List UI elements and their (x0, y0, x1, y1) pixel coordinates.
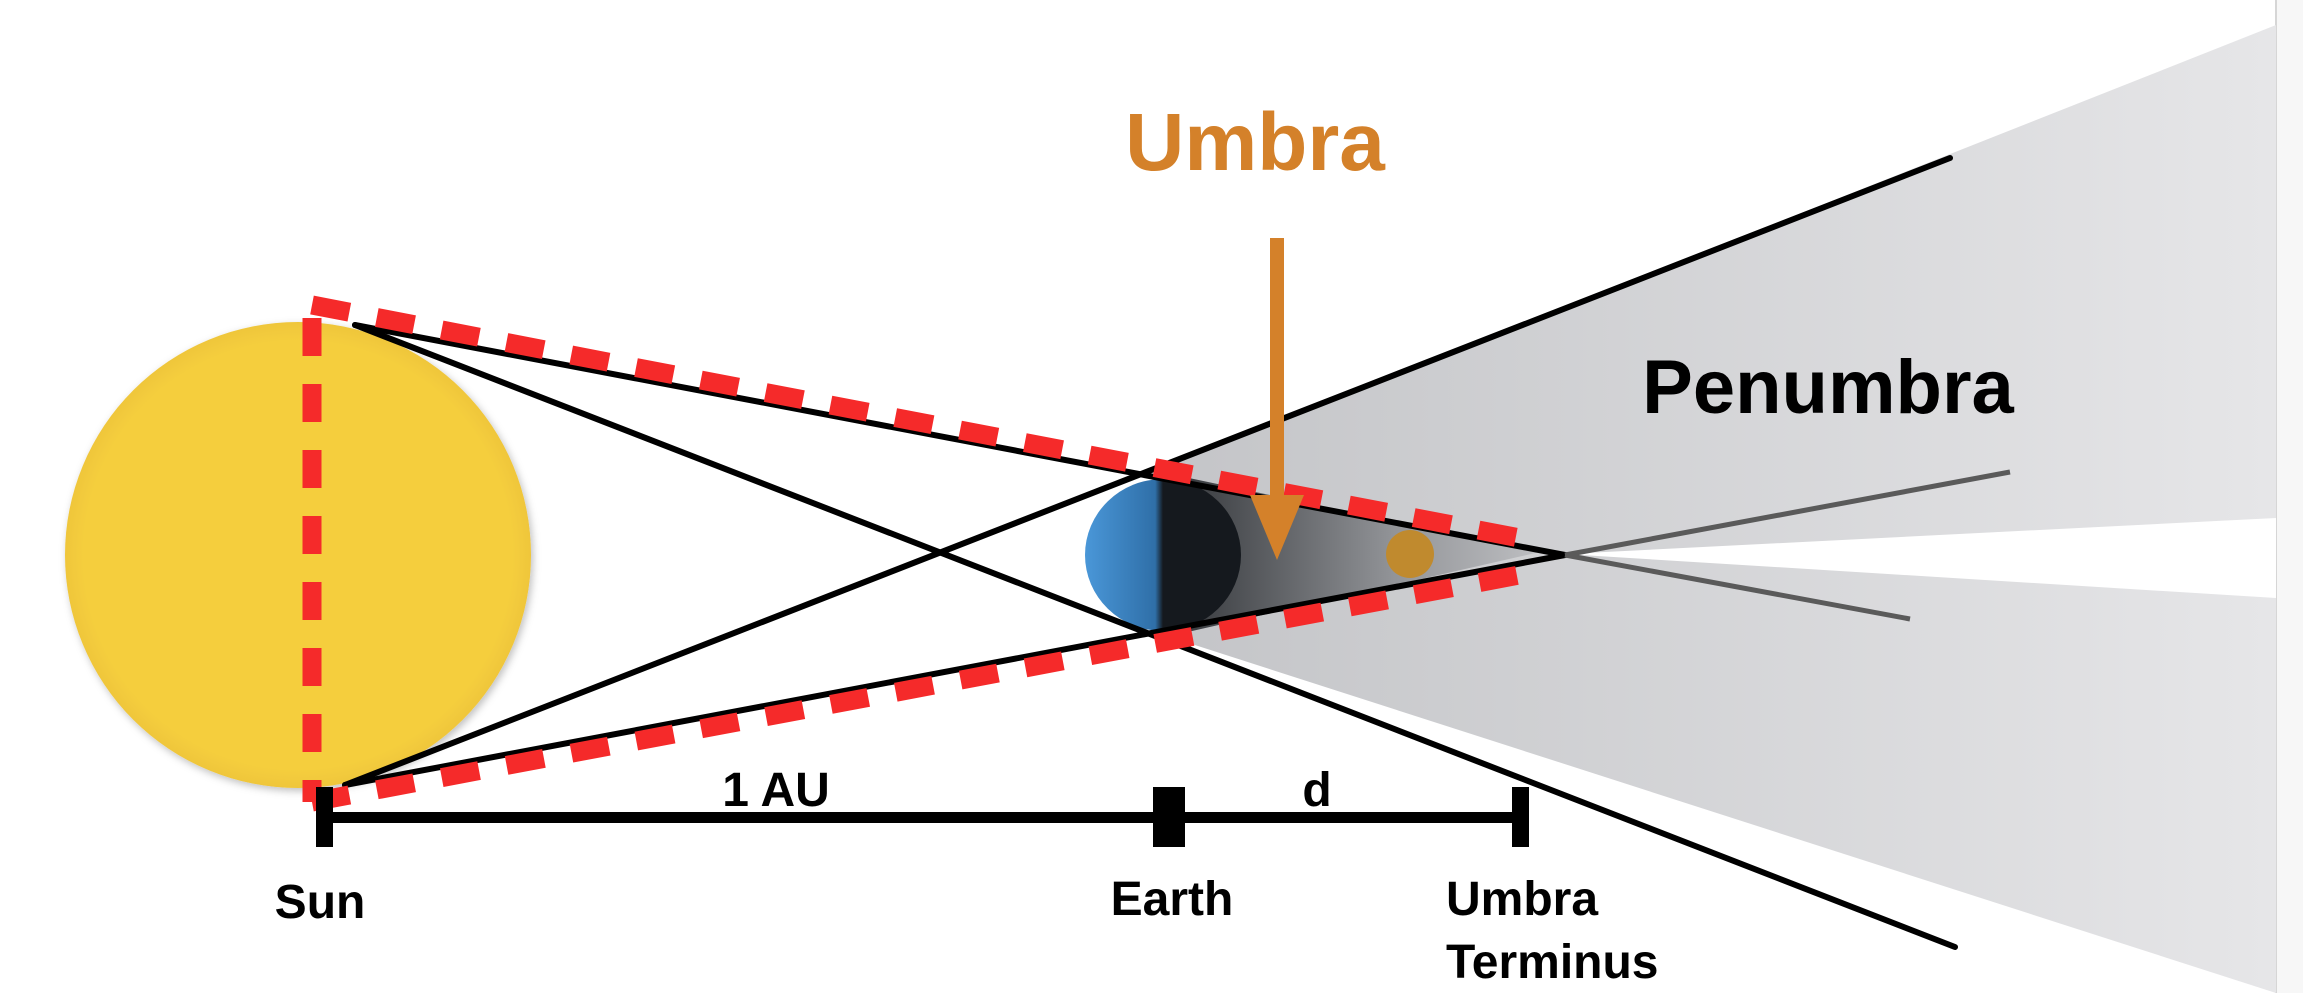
dashed-edge-upper (310, 295, 1532, 550)
terminus-label-line1: Umbra (1446, 873, 1598, 926)
antumbra-gap (1565, 518, 2276, 598)
scale-tick-earth (1153, 787, 1185, 847)
scale-tick-sun (316, 787, 333, 847)
sun-label: Sun (275, 876, 366, 929)
scale-tick-terminus (1512, 787, 1529, 847)
antumbra-line-upper (1564, 469, 2011, 558)
d-distance-label: d (1302, 764, 1331, 817)
penumbra-label: Penumbra (1642, 345, 2014, 430)
antumbra-line-lower (1564, 552, 1911, 622)
sun-disk (65, 322, 531, 788)
right-margin-panel (2276, 0, 2303, 993)
umbra-label: Umbra (1125, 97, 1386, 188)
au-distance-label: 1 AU (722, 764, 830, 817)
earth-disk (1085, 479, 1241, 631)
penumbra-line-upper (342, 155, 1953, 788)
umbra-arrow-head (1250, 495, 1304, 560)
moon-disk (1386, 530, 1434, 578)
distance-scale (316, 787, 1529, 847)
umbra-line-lower (342, 552, 1568, 788)
antumbra-lines (1564, 469, 2011, 622)
penumbra-region (1170, 25, 2276, 993)
similar-triangle-outline (302, 295, 1532, 812)
terminus-label-line2: Terminus (1446, 936, 1658, 989)
earth-label: Earth (1111, 873, 1234, 926)
dashed-edge-lower (310, 563, 1532, 812)
scale-baseline (321, 812, 1519, 823)
